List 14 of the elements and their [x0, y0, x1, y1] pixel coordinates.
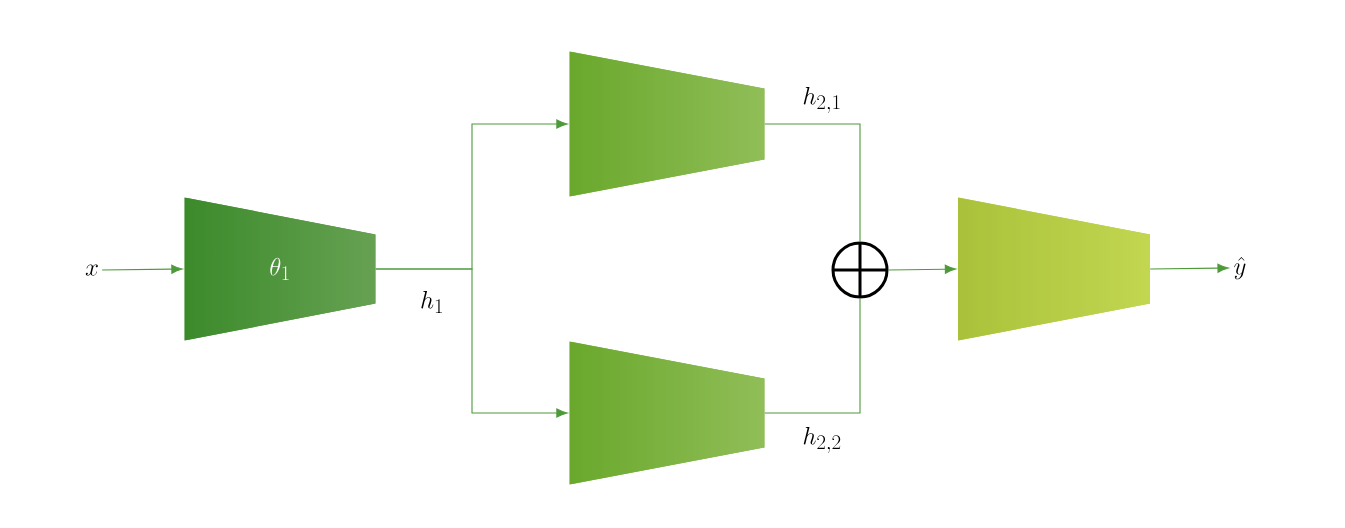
arrow [887, 264, 957, 274]
trapezoid-block [569, 51, 765, 197]
math-label: $h_1$ [421, 291, 442, 314]
sum-circle [831, 241, 889, 299]
trapezoid-block: $\theta_1$ [184, 197, 376, 341]
arrow [1149, 263, 1229, 273]
math-symbol: $x$ [85, 264, 98, 276]
math-symbol: $\hat{y}$ [1234, 256, 1246, 280]
arrow [101, 264, 183, 274]
trapezoid-block [958, 197, 1150, 341]
math-label: $h_{2,1}$ [803, 86, 840, 114]
math-label: $h_{2,2}$ [803, 426, 841, 454]
trapezoid-block [569, 341, 765, 485]
arrow [375, 268, 568, 418]
